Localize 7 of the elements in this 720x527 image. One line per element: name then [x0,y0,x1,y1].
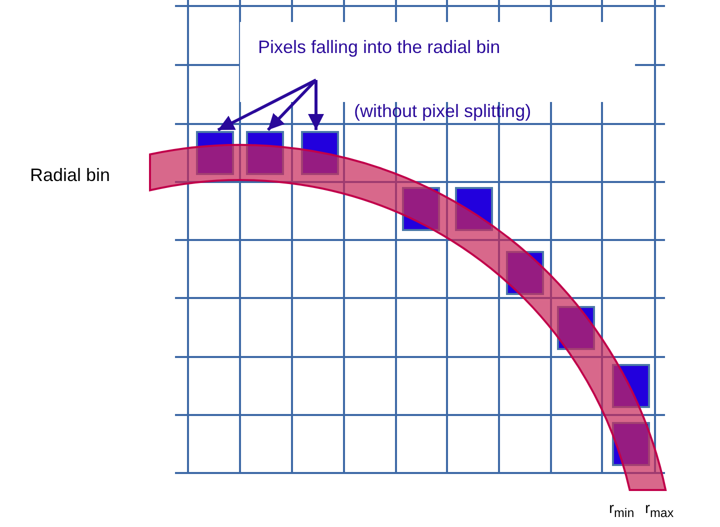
label: r$_{max}$ [645,500,674,520]
arrow [266,78,318,132]
annotation-text: Pixels falling into the radial bin [258,36,528,58]
arrow [217,78,317,132]
label: Radial bin [30,165,110,186]
label: r$_{min}$ [609,500,634,520]
arrow [308,80,324,130]
